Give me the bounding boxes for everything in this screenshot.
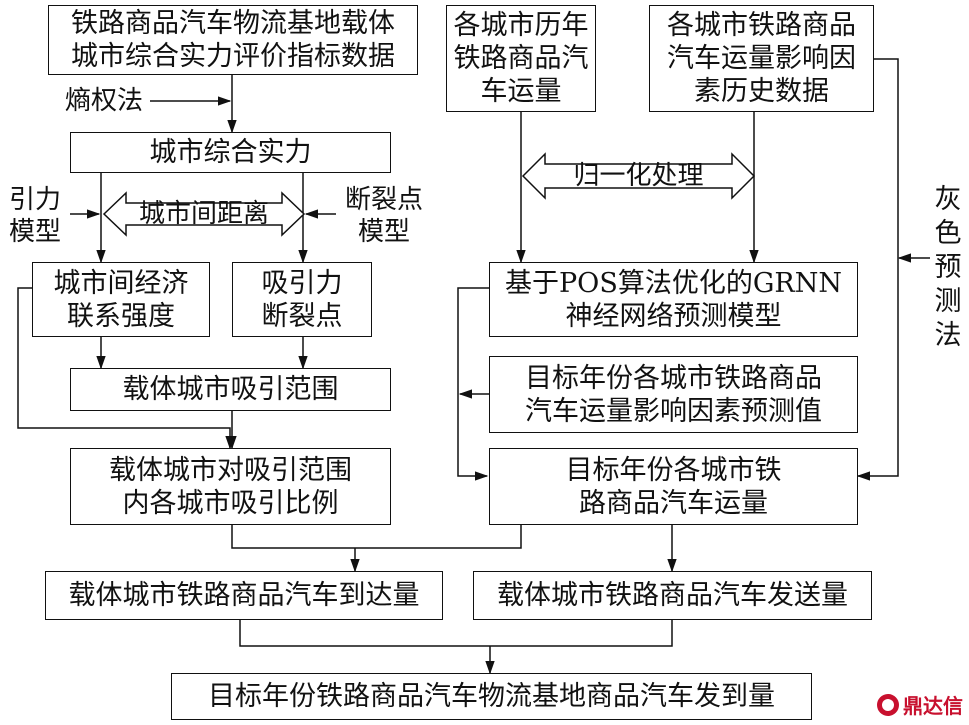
box-factors-history: 各城市铁路商品 汽车运量影响因 素历史数据	[649, 5, 874, 112]
label-entropy-method: 熵权法	[64, 86, 143, 116]
label-city-distance: 城市间距离	[138, 199, 269, 229]
box-attraction-breakpoint: 吸引力 断裂点	[232, 262, 372, 337]
double-arrow-normalization	[521, 152, 756, 200]
box-final-output: 目标年份铁路商品汽车物流基地商品汽车发到量	[171, 673, 812, 720]
arrow-grnn-bypass	[457, 287, 490, 481]
label-gravity-model: 引力 模型	[8, 185, 61, 247]
arrow-link-bypass	[17, 287, 235, 450]
box-target-volume: 目标年份各城市铁 路商品汽车运量	[489, 448, 858, 525]
arrow-merge-to-arrival	[231, 525, 522, 571]
box-dispatch-volume: 载体城市铁路商品汽车发送量	[473, 571, 872, 620]
label-normalization: 归一化处理	[573, 161, 704, 191]
double-arrow-distance	[102, 191, 306, 237]
logo-text: 鼎达信	[903, 694, 963, 718]
arrow-grey-path	[856, 58, 899, 481]
box-city-strength: 城市综合实力	[70, 132, 391, 173]
box-data-eval: 铁路商品汽车物流基地载体 城市综合实力评价指标数据	[48, 5, 418, 75]
box-attraction-ratio: 载体城市对吸引范围 内各城市吸引比例	[70, 448, 391, 525]
box-city-volume: 各城市历年 铁路商品汽 车运量	[446, 5, 596, 112]
label-breakpoint-model: 断裂点 模型	[344, 185, 423, 247]
box-economic-link: 城市间经济 联系强度	[32, 262, 210, 337]
box-attraction-range: 载体城市吸引范围	[70, 368, 391, 411]
logo-mark-icon	[877, 693, 899, 716]
box-factors-prediction: 目标年份各城市铁路商品 汽车运量影响因素预测值	[489, 356, 858, 433]
box-grnn-model: 基于POS算法优化的GRNN 神经网络预测模型	[489, 262, 858, 337]
box-arrival-volume: 载体城市铁路商品汽车到达量	[45, 571, 443, 620]
logo-watermark: 鼎达信	[877, 690, 963, 719]
arrow-merge-to-final	[239, 620, 673, 673]
label-grey-prediction: 灰 色 预 测 法	[934, 184, 962, 351]
